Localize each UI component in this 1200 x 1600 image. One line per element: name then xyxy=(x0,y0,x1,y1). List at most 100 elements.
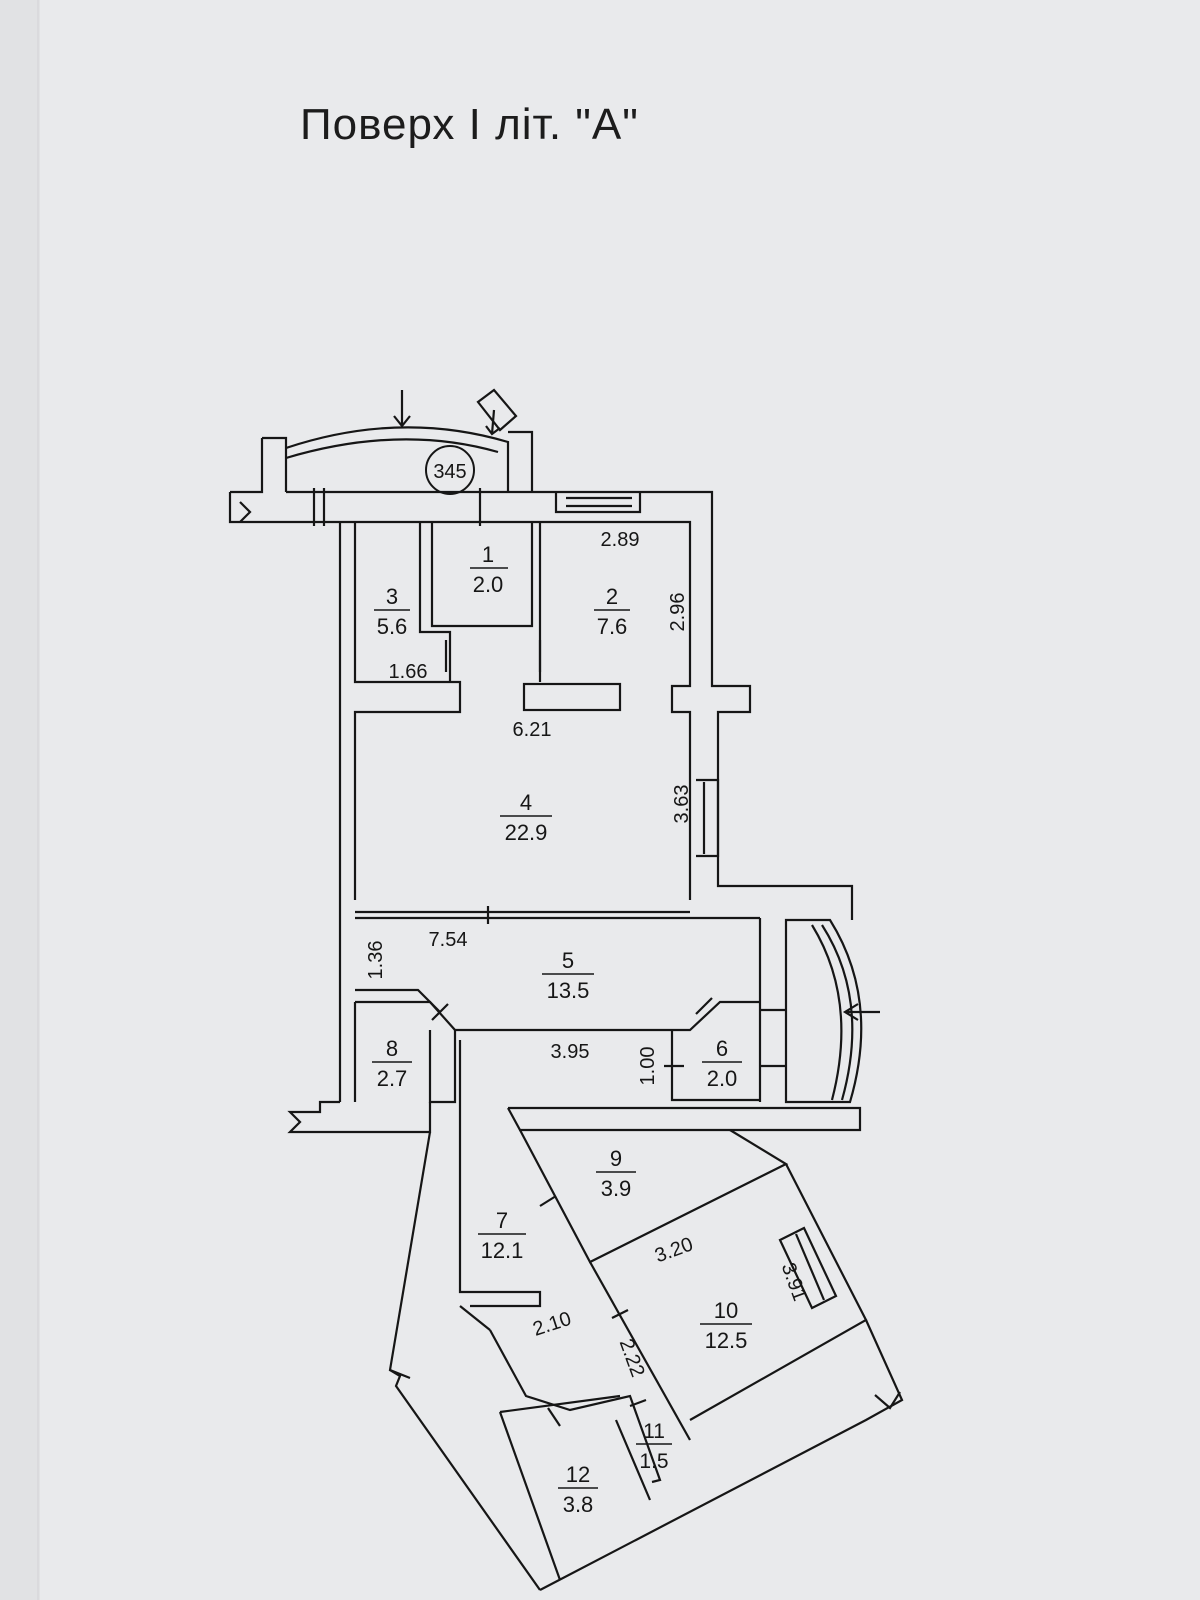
porch-bottom-left xyxy=(228,492,340,524)
break-mark-top xyxy=(239,501,252,523)
room-area: 3.8 xyxy=(563,1492,594,1517)
room-number: 11 xyxy=(643,1420,665,1443)
room-number: 3 xyxy=(386,584,398,609)
porch-arc-outer xyxy=(285,426,510,492)
dimension-label: 2.89 xyxy=(601,529,640,551)
top-window xyxy=(554,492,642,514)
room8-right-wall xyxy=(428,1030,457,1104)
lower-top-wall xyxy=(507,1106,862,1132)
inner-right-wall-upper xyxy=(340,520,692,900)
room-number: 7 xyxy=(496,1208,508,1233)
door-tick xyxy=(611,1309,629,1319)
dimension-label: 2.96 xyxy=(667,593,689,632)
door-tick xyxy=(547,1407,561,1427)
balcony-entry-arrow xyxy=(842,1003,880,1021)
entry-arrow-1 xyxy=(393,390,411,428)
dimension-label: 1.00 xyxy=(637,1047,659,1086)
room9-walls xyxy=(519,1129,789,1264)
room-3-label: 3 5.6 xyxy=(374,584,410,639)
dimension-label: 3.63 xyxy=(671,785,693,824)
outer-bottom-right xyxy=(539,1319,904,1591)
left-inner-wall xyxy=(353,522,462,900)
dimension-labels: 2.89 2.96 1.66 6.21 3.63 7.54 1.36 3.9 5 … xyxy=(365,529,811,1380)
balcony-arc-2 xyxy=(821,924,854,1101)
room-11-label: 11 1.5 xyxy=(636,1420,672,1473)
corridor-link xyxy=(459,1305,491,1331)
room-7-label: 7 12.1 xyxy=(478,1208,526,1263)
dimension-label: 1.36 xyxy=(365,941,387,980)
room3-right-wall xyxy=(418,522,452,682)
dimension-label: 7.54 xyxy=(429,929,468,951)
room-9-label: 9 3.9 xyxy=(596,1146,636,1201)
door-tick xyxy=(539,1195,557,1207)
room6-walls xyxy=(670,1030,760,1102)
room10-right-wall xyxy=(689,1163,868,1421)
room10-window xyxy=(778,1226,838,1310)
paper-edge xyxy=(0,0,40,1600)
building-number-circle xyxy=(425,445,475,495)
room-number: 9 xyxy=(610,1146,622,1171)
balcony-arc-1 xyxy=(811,924,843,1101)
room-number: 4 xyxy=(520,790,532,815)
room5-bottom-wall xyxy=(355,1000,760,1032)
room10-window-pane xyxy=(794,1233,826,1301)
room-area: 1.5 xyxy=(639,1450,668,1473)
room12-top-wall xyxy=(499,1394,621,1414)
dimension-label: 3.95 xyxy=(551,1041,590,1063)
walls xyxy=(228,388,904,1591)
room-area: 5.6 xyxy=(377,614,408,639)
door-tick xyxy=(431,1003,449,1021)
room-area: 12.5 xyxy=(705,1328,748,1353)
entry-arrow-2 xyxy=(485,409,501,436)
room-area: 2.7 xyxy=(377,1066,408,1091)
porch-right-post xyxy=(508,430,534,492)
lower-left-corridor xyxy=(287,1100,432,1134)
porch-left-post xyxy=(262,436,288,492)
room-area: 13.5 xyxy=(547,978,590,1003)
lower-left-wall xyxy=(388,1131,432,1380)
room1-walls xyxy=(430,522,534,628)
room7-left-wall xyxy=(458,1040,542,1308)
dimension-label: 1.66 xyxy=(389,661,428,683)
room-number: 10 xyxy=(714,1298,738,1323)
room-number: 2 xyxy=(606,584,618,609)
break-mark-bottom xyxy=(874,1391,901,1410)
room-area: 2.0 xyxy=(473,572,504,597)
room-area: 12.1 xyxy=(481,1238,524,1263)
room10-left-wall xyxy=(589,1261,691,1441)
floor-title: Поверх І літ. "А" xyxy=(300,100,639,149)
door-tick xyxy=(695,997,713,1015)
room-number: 6 xyxy=(716,1036,728,1061)
room-labels: 1 2.0 2 7.6 3 5.6 4 22.9 5 xyxy=(372,542,752,1517)
room-4-label: 4 22.9 xyxy=(500,790,552,845)
room-number: 12 xyxy=(566,1462,590,1487)
dimension-label: 3.91 xyxy=(777,1260,811,1304)
room-area: 3.9 xyxy=(601,1176,632,1201)
dimension-label: 6.21 xyxy=(513,719,552,741)
room-5-label: 5 13.5 xyxy=(542,948,594,1003)
building-number: 345 xyxy=(433,461,466,483)
room-8-label: 8 2.7 xyxy=(372,1036,412,1091)
lower-left-outer xyxy=(389,1369,541,1591)
room-12-label: 12 3.8 xyxy=(558,1462,598,1517)
room-number: 5 xyxy=(562,948,574,973)
room-area: 2.0 xyxy=(707,1066,738,1091)
dimension-label: 2.22 xyxy=(615,1336,649,1380)
room12-left-wall xyxy=(498,1411,562,1581)
porch-left-wall xyxy=(230,438,264,494)
room11-right-wall xyxy=(614,1419,652,1501)
outer-right-wall-upper xyxy=(286,490,854,920)
room-number: 1 xyxy=(482,542,494,567)
door-tick xyxy=(629,1398,647,1408)
room-6-label: 6 2.0 xyxy=(702,1036,742,1091)
right-window xyxy=(696,778,720,858)
room11-walls xyxy=(489,1329,662,1484)
porch-arc-inner xyxy=(285,438,499,460)
room5-bottom-wall-inner xyxy=(355,988,441,1013)
room-area: 22.9 xyxy=(505,820,548,845)
room-2-label: 2 7.6 xyxy=(594,584,630,639)
room-number: 8 xyxy=(386,1036,398,1061)
room-10-label: 10 12.5 xyxy=(700,1298,752,1353)
